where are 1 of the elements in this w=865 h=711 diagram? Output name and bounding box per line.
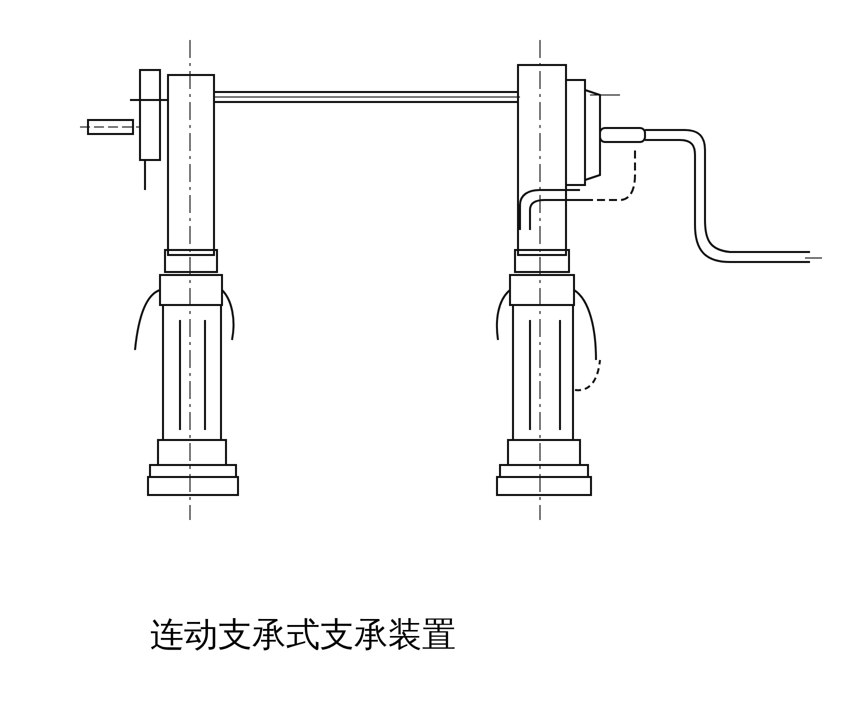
caption: 连动支承式支承装置 xyxy=(150,614,456,657)
